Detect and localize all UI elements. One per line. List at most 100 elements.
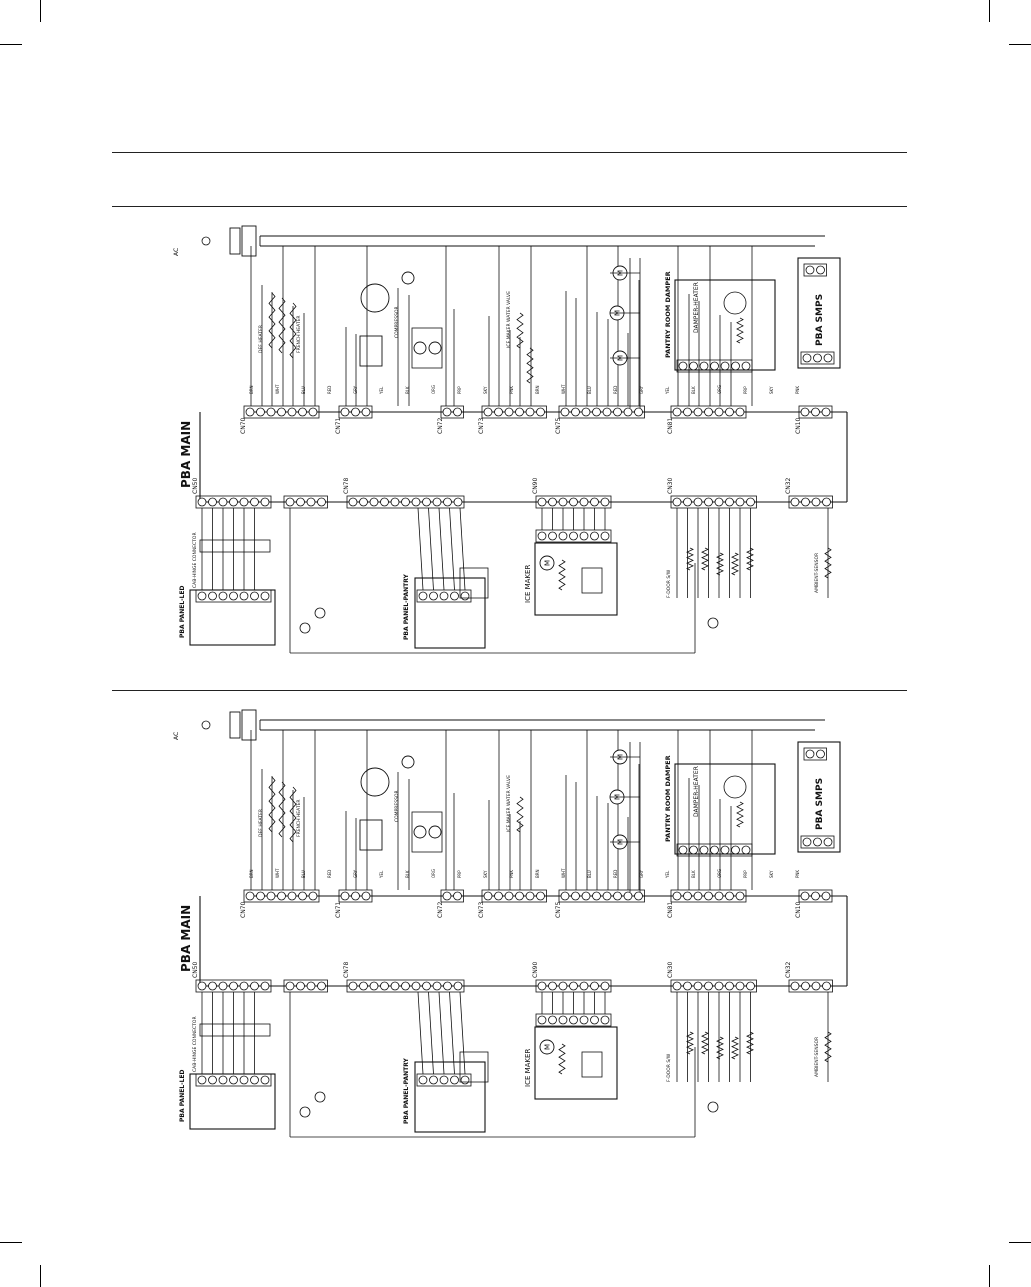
- lower-connector-pin: [411, 497, 421, 507]
- upper-connector-pin: [704, 407, 713, 417]
- lower-connector-pin: [250, 497, 259, 507]
- upper-connector-pin: [245, 891, 255, 901]
- lower-connector-pin: [693, 497, 703, 507]
- damper-connector-pin: [741, 361, 751, 371]
- door-switch: [707, 1101, 719, 1113]
- upper-connector-pin: [683, 891, 692, 901]
- wire-color-tag: BLU: [301, 870, 306, 878]
- upper-connector-pin: [735, 891, 745, 901]
- upper-connector-pin: [536, 407, 545, 417]
- smps-connector-ac-pin: [805, 749, 815, 759]
- upper-connector-pin: [571, 407, 580, 417]
- crop-mark: [0, 44, 22, 45]
- ice-maker-sensor: [558, 559, 566, 591]
- smps-connector-dc-pin: [802, 837, 812, 847]
- lower-connector-pin: [306, 981, 316, 991]
- lower-connector-pin: [801, 497, 810, 507]
- connector-label: CN71: [335, 902, 342, 918]
- ice-maker-connector-pin: [590, 531, 599, 541]
- upper-connector-pin: [581, 891, 591, 901]
- lower-connector-pin: [443, 981, 452, 991]
- ground-symbol: [201, 720, 211, 730]
- damper-connector-pin: [699, 361, 709, 371]
- ice-maker-connector-pin: [579, 531, 589, 541]
- connector-label: CN70: [240, 902, 247, 918]
- panel-pantry-wire: [449, 507, 455, 591]
- ambient-sensor-resistor: [824, 547, 832, 579]
- upper-connector-pin: [287, 891, 297, 901]
- upper-connector-pin: [672, 407, 682, 417]
- lower-connector-pin: [600, 497, 610, 507]
- upper-connector-pin: [494, 407, 503, 417]
- lower-connector-pin: [285, 981, 295, 991]
- lower-connector-housing: [283, 495, 328, 509]
- upper-connector-pin: [704, 891, 713, 901]
- lower-connector-pin: [296, 497, 305, 507]
- load-label: COMPRESSOR: [394, 306, 400, 338]
- upper-connector-pin: [592, 891, 601, 901]
- connector-label: CN72: [437, 902, 444, 918]
- lower-connector-pin: [401, 981, 410, 991]
- wire-color-tag: BLK: [691, 870, 696, 878]
- smps-connector-dc-pin: [823, 837, 833, 847]
- damper-connector-pin: [689, 361, 698, 371]
- upper-connector-pin: [256, 407, 265, 417]
- water-switch: [299, 1106, 311, 1118]
- lower-connector-pin: [790, 497, 800, 507]
- lower-connector-pin: [285, 497, 295, 507]
- lower-connector-pin: [422, 981, 431, 991]
- upper-connector-pin: [536, 891, 545, 901]
- lower-connector-housing: [346, 979, 465, 993]
- ice-maker-test-switch: [581, 1051, 603, 1078]
- lower-connector-pin: [422, 497, 431, 507]
- smps-connector-dc-pin: [813, 837, 822, 847]
- sensor-thermistor: [701, 547, 709, 571]
- upper-connector-pin: [571, 891, 580, 901]
- lower-connector-pin: [317, 981, 326, 991]
- wire-color-tag: BLU: [587, 386, 592, 394]
- lower-connector-pin: [229, 981, 238, 991]
- damper-connector-pin: [731, 361, 740, 371]
- connector-label: CN71: [335, 418, 342, 434]
- wire-color-tag: RED: [327, 870, 332, 878]
- crop-mark: [989, 0, 990, 22]
- lower-connector-pin: [683, 497, 692, 507]
- pba-panel-led-label: PBA PANEL-LED: [179, 1069, 186, 1122]
- upper-connector-pin: [515, 891, 524, 901]
- upper-connector-housing: [440, 889, 464, 903]
- door-switch: [707, 617, 719, 629]
- upper-connector-pin: [623, 407, 633, 417]
- panel-pantry-connector-pin: [460, 1075, 470, 1085]
- sensor-thermistor: [686, 547, 694, 571]
- upper-connector-pin: [298, 891, 307, 901]
- connector-label: CN81: [667, 418, 674, 434]
- wire-color-tag: WHT: [275, 868, 280, 878]
- lower-connector-pin: [348, 497, 358, 507]
- lower-connector-pin: [218, 981, 228, 991]
- section-rule: [112, 206, 907, 207]
- water-valve-coil: [516, 312, 524, 349]
- lower-connector-pin: [197, 497, 207, 507]
- wire-color-tag: PNK: [795, 386, 800, 394]
- pantry-damper-box: [674, 279, 776, 371]
- pba-smps-label: PBA SMPS: [815, 778, 825, 830]
- wire-color-tag: SKY: [769, 870, 774, 878]
- pba-smps-label: PBA SMPS: [815, 294, 825, 346]
- wire-color-tag: WHT: [275, 384, 280, 394]
- upper-connector-pin: [453, 891, 462, 901]
- wire-color-tag: RED: [613, 386, 618, 394]
- lower-connector-pin: [693, 981, 703, 991]
- ice-maker-box: [534, 542, 618, 616]
- wire-color-tag: WHT: [561, 384, 566, 394]
- upper-connector-pin: [714, 407, 724, 417]
- ice-maker-label: ICE MAKER: [524, 565, 532, 603]
- noise-filter: [241, 709, 257, 741]
- r-room-lamp: [413, 825, 427, 839]
- wire-color-tag: GRY: [639, 869, 644, 878]
- lower-connector-housing: [788, 979, 833, 993]
- lower-connector-pin: [822, 981, 831, 991]
- connector-label: CN32: [785, 962, 792, 978]
- ice-maker-connector-pin: [537, 1015, 547, 1025]
- wire-color-tag: GRY: [353, 385, 358, 394]
